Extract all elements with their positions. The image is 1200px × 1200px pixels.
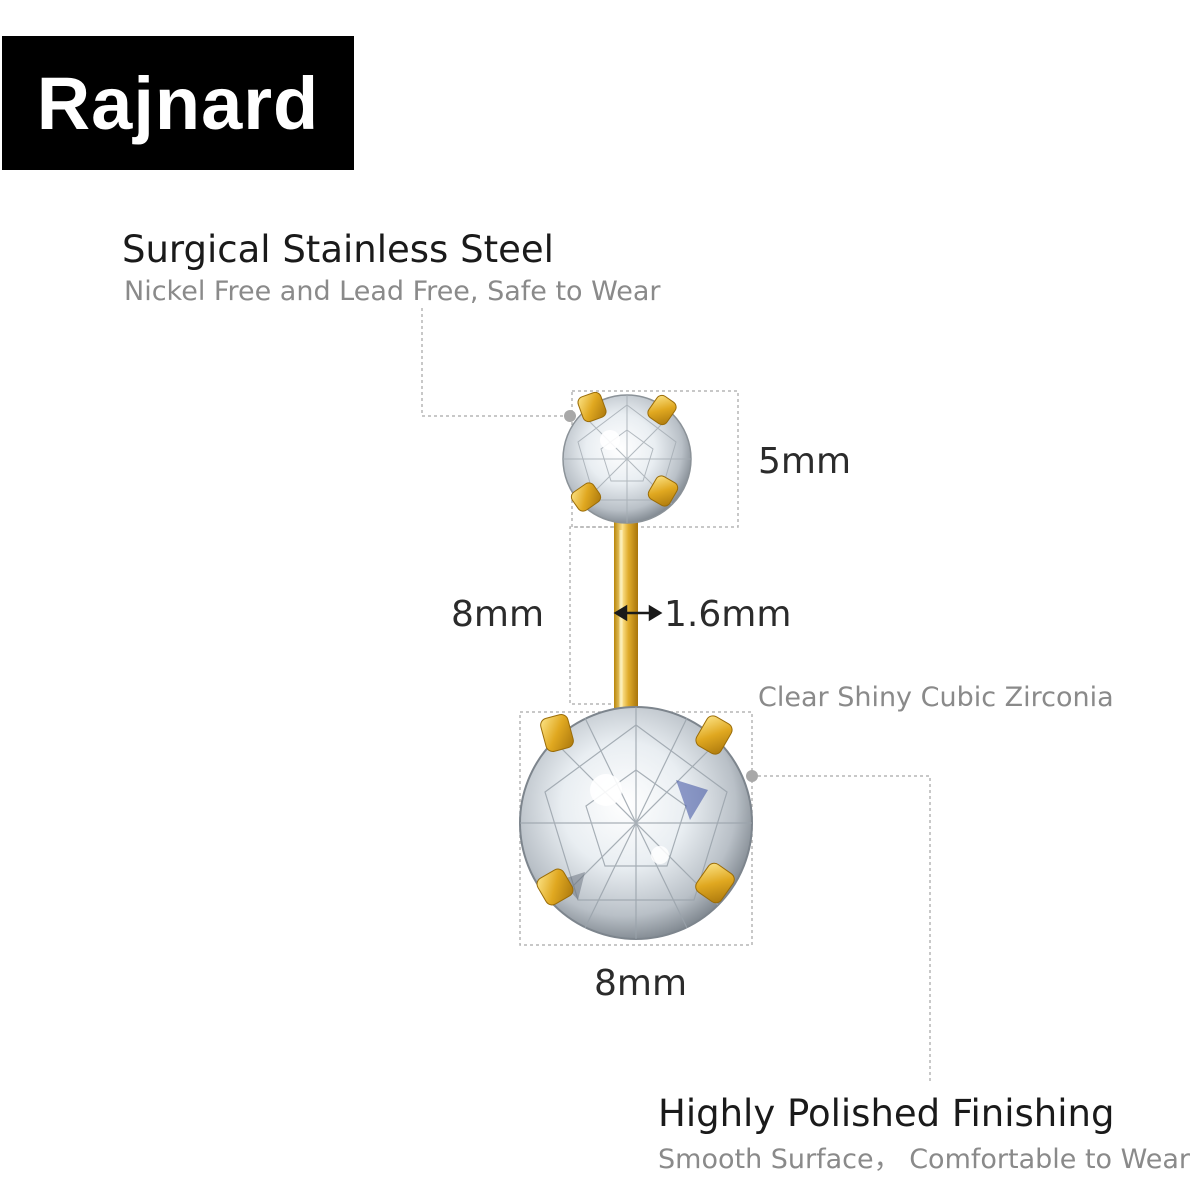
top-ball-size: 5mm	[758, 441, 852, 482]
top-prongs	[570, 391, 679, 512]
bar-length: 8mm	[451, 594, 545, 635]
gauge-arrow	[613, 604, 663, 622]
brand-name: Rajnard	[36, 61, 320, 145]
brand-logo: Rajnard	[2, 36, 354, 170]
bottom-gem	[519, 706, 753, 940]
finish-title: Highly Polished Finishing	[658, 1092, 1115, 1135]
finish-subtitle: Smooth Surface， Comfortable to Wear	[658, 1144, 1191, 1175]
material-dot	[564, 410, 576, 422]
material-subtitle: Nickel Free and Lead Free, Safe to Wear	[124, 276, 661, 307]
bottom-ball-size: 8mm	[594, 963, 688, 1004]
bar-gauge: 1.6mm	[664, 594, 792, 635]
stone-note: Clear Shiny Cubic Zirconia	[758, 682, 1114, 713]
finish-dot	[746, 770, 758, 782]
material-title: Surgical Stainless Steel	[122, 228, 554, 271]
bottom-prongs	[536, 714, 735, 906]
